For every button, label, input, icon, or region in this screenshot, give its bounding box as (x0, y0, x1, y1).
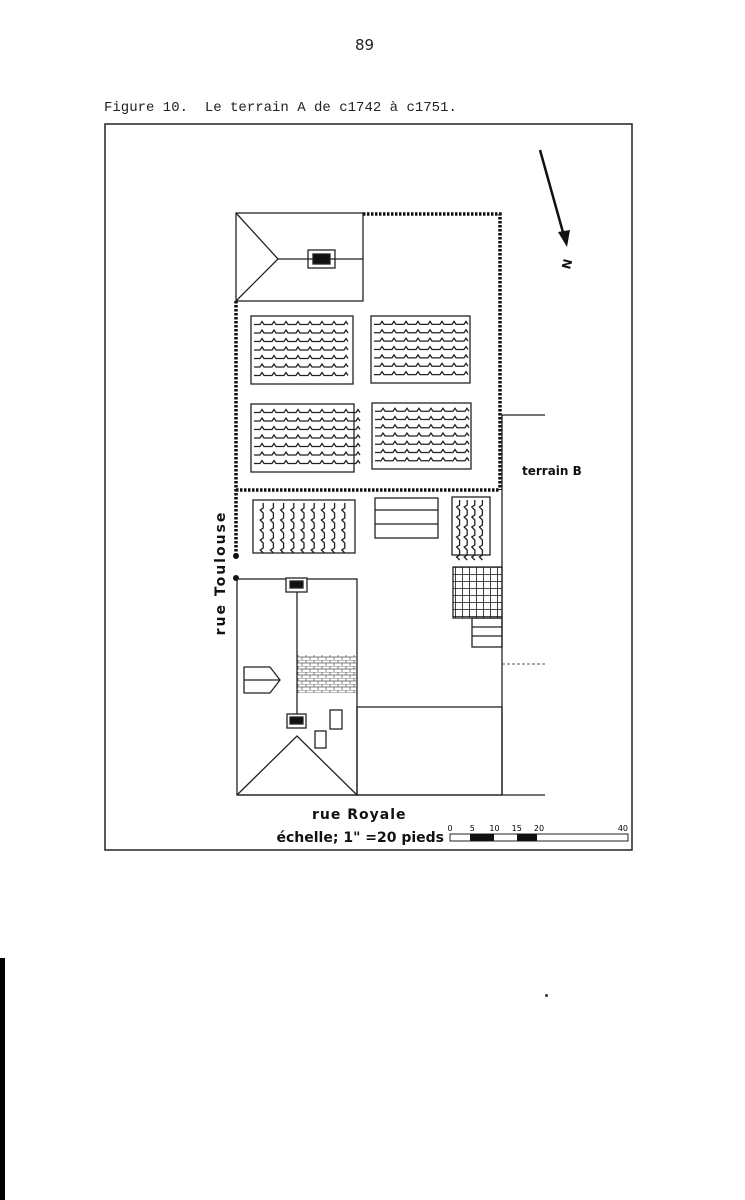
planting-row (374, 328, 469, 334)
planting-row (375, 448, 470, 454)
planting-row (254, 459, 361, 465)
scale-tick-label: 10 (489, 824, 499, 833)
figure-caption: Figure 10. Le terrain A de c1742 à c1751… (104, 100, 457, 116)
terrain-b-label: terrain B (522, 464, 582, 478)
scale-tick-label: 40 (618, 824, 628, 833)
figure-frame (104, 123, 633, 851)
rue-royale-label: rue Royale (312, 807, 407, 823)
planting-row (375, 431, 470, 437)
scan-edge-bar (0, 958, 5, 1200)
planting-row (374, 362, 469, 367)
scale-tick-label: 15 (512, 824, 522, 833)
right-building (237, 414, 545, 796)
planting-row (455, 500, 461, 561)
planting-row (254, 320, 349, 326)
planting-row (375, 423, 470, 429)
planting-row (374, 345, 469, 351)
planting-row (254, 354, 349, 360)
page-number: 89 (355, 36, 375, 54)
planting-row (289, 503, 295, 554)
planting-row (375, 415, 470, 421)
north-label: N (559, 257, 575, 270)
planting-row (279, 503, 285, 554)
planting-row (254, 328, 349, 334)
planting-row (374, 320, 469, 326)
north-arrow-icon (538, 149, 570, 247)
scale-tick-label: 5 (470, 824, 475, 833)
planting-row (254, 408, 361, 414)
fence-post (233, 553, 239, 559)
scale-label: échelle; 1" =20 pieds (277, 830, 445, 846)
scale-tick-label: 0 (447, 824, 452, 833)
planting-row (254, 362, 349, 368)
planting-row (254, 416, 361, 422)
planting-row (478, 500, 484, 561)
planting-row (310, 503, 315, 554)
lower-building (236, 577, 358, 796)
planting-row (340, 503, 346, 554)
planting-row (254, 425, 361, 431)
lower-beds (252, 496, 503, 648)
planting-row (374, 370, 469, 376)
garden-beds (250, 315, 472, 473)
planting-row (299, 503, 305, 554)
scale-tick-label: 20 (534, 824, 544, 833)
planting-row (254, 433, 361, 439)
planting-row (463, 500, 468, 561)
top-building (235, 212, 364, 302)
planting-row (259, 503, 264, 554)
planting-row (320, 503, 326, 554)
planting-row (374, 353, 469, 359)
scale-bar: 0 5 10 15 20 40 (447, 824, 629, 842)
planting-row (375, 407, 470, 412)
planting-row (330, 503, 336, 554)
planting-row (254, 442, 361, 448)
planting-row (254, 337, 349, 343)
planting-row (470, 500, 476, 561)
dotted-fence (234, 212, 502, 555)
planting-row (375, 456, 470, 462)
planting-row (374, 336, 469, 342)
planting-row (375, 440, 470, 445)
rue-toulouse-label: rue Toulouse (213, 511, 229, 636)
planting-row (254, 371, 349, 377)
fence-post (233, 575, 239, 581)
planting-row (254, 345, 349, 351)
planting-row (254, 450, 361, 456)
scan-speck (545, 994, 548, 997)
planting-row (269, 503, 275, 554)
